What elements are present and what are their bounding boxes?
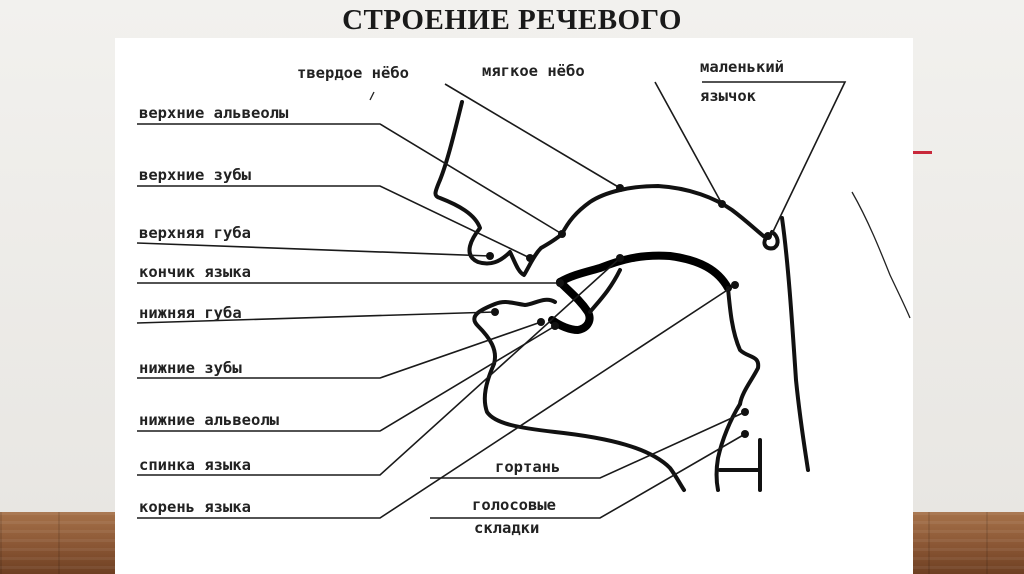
labels: твердое нёбо мягкое нёбо маленький язычо…	[139, 58, 784, 537]
leader-hard-palate	[444, 83, 621, 189]
marker-dots	[486, 184, 772, 438]
leader-upper-teeth	[137, 185, 531, 259]
dot-lower-alveoli	[551, 322, 559, 330]
dot-upper-lip	[486, 252, 494, 260]
label-uvula-line2: язычок	[700, 87, 757, 105]
label-lower-alveoli: нижние альвеолы	[139, 411, 280, 429]
leader-lower-alveoli	[137, 325, 556, 432]
tongue-upper-surface	[556, 251, 732, 292]
label-tongue-tip: кончик языка	[139, 263, 251, 281]
leader-larynx	[430, 411, 746, 479]
dot-vocal-folds	[741, 430, 749, 438]
label-larynx: гортань	[495, 458, 560, 476]
tongue-root-contour	[726, 286, 761, 406]
label-vocal-folds-line1: голосовые	[472, 496, 556, 514]
dot-tongue-back	[616, 254, 624, 262]
label-vocal-folds-line2: складки	[474, 519, 539, 537]
upper-face-contour	[433, 100, 564, 277]
background-tick	[369, 91, 375, 101]
label-upper-alveoli: верхние альвеолы	[139, 104, 289, 122]
lower-face-contour	[472, 297, 686, 492]
dot-lower-teeth	[537, 318, 545, 326]
dot-lower-lip	[491, 308, 499, 316]
leader-tongue-back	[137, 257, 621, 476]
dot-upper-alveoli	[558, 230, 566, 238]
label-upper-teeth: верхние зубы	[139, 166, 252, 184]
label-tongue-back: спинка языка	[139, 456, 251, 474]
dot-upper-teeth	[526, 254, 534, 262]
accent-line	[910, 151, 932, 154]
dot-uvula	[764, 232, 772, 240]
label-tongue-root: корень языка	[139, 498, 251, 516]
label-soft-palate: мягкое нёбо	[482, 62, 585, 80]
larynx-contour	[714, 402, 742, 492]
leader-tongue-root	[137, 284, 736, 519]
leader-vocal-folds	[430, 433, 746, 519]
dot-soft-palate	[718, 200, 726, 208]
tongue-tip-contour	[548, 278, 594, 334]
pharynx-back-wall	[780, 216, 810, 472]
palate-contour	[560, 184, 768, 240]
dot-tongue-root	[731, 281, 739, 289]
leader-uvula	[702, 81, 847, 239]
leader-upper-lip	[136, 242, 491, 257]
dot-larynx	[741, 408, 749, 416]
uvula-contour	[762, 230, 780, 251]
label-upper-lip: верхняя губа	[139, 224, 251, 242]
diagram-panel	[115, 38, 913, 574]
dot-tongue-tip	[556, 279, 564, 287]
vocal-folds-shape	[718, 438, 762, 492]
slide-title: СТРОЕНИЕ РЕЧЕВОГО	[342, 4, 682, 36]
label-uvula-line1: маленький	[700, 58, 784, 76]
tongue-body-line	[588, 268, 622, 314]
leader-lower-lip	[136, 311, 496, 324]
leader-soft-palate	[654, 81, 723, 205]
anatomy-outline	[369, 91, 911, 492]
leader-lines	[136, 81, 847, 519]
label-hard-palate: твердое нёбо	[297, 64, 409, 82]
leader-lower-teeth	[137, 321, 542, 379]
leader-upper-alveoli	[137, 123, 563, 235]
dot-hard-palate	[616, 184, 624, 192]
label-lower-lip: нижняя губа	[139, 304, 242, 322]
background-contour	[851, 191, 911, 319]
label-lower-teeth: нижние зубы	[139, 359, 242, 377]
